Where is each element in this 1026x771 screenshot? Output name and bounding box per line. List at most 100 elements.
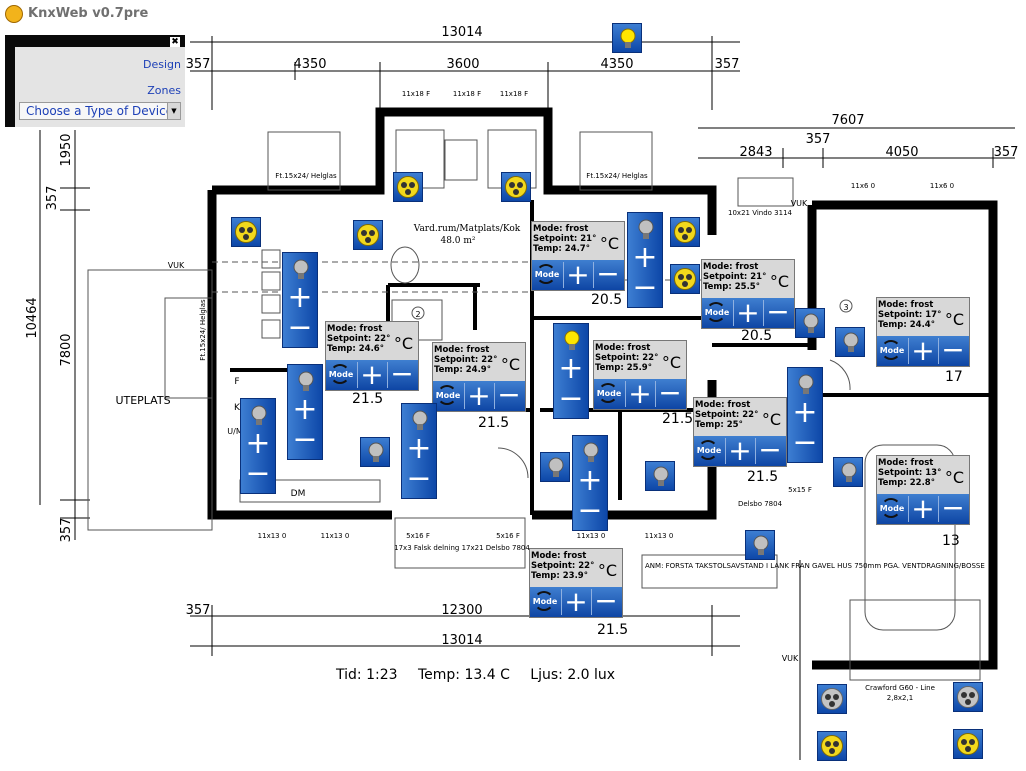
label-win-garage-1: 11x6 0 <box>851 182 875 190</box>
thermostat-mode: Mode: frost <box>531 551 587 561</box>
setpoint-decrease-button[interactable]: − <box>941 333 965 366</box>
mode-button[interactable]: Mode <box>595 381 623 407</box>
dimmer-decrease-button[interactable]: − <box>577 493 603 528</box>
lamp-toggle-button[interactable] <box>645 461 675 491</box>
setpoint-increase-button[interactable]: + <box>566 258 590 291</box>
label-vindo: 10x21 Vindo 3114 <box>728 209 793 217</box>
dimmer-increase-button[interactable]: + <box>632 240 658 275</box>
socket-toggle-button[interactable] <box>953 682 983 712</box>
divider <box>593 262 594 288</box>
lamp-toggle-button[interactable] <box>540 452 570 482</box>
setpoint-decrease-button[interactable]: − <box>596 257 620 290</box>
socket-toggle-button[interactable] <box>231 217 261 247</box>
dimmer-decrease-button[interactable]: − <box>245 456 271 491</box>
label-win-bottom-4: 11x13 0 <box>645 532 674 540</box>
label-k: K <box>234 403 241 413</box>
mode-button[interactable]: Mode <box>878 338 906 364</box>
setpoint-increase-button[interactable]: + <box>564 585 588 618</box>
dim-garage-357: 357 <box>806 132 831 147</box>
socket-toggle-button[interactable] <box>817 731 847 761</box>
setpoint-decrease-button[interactable]: − <box>658 376 682 409</box>
dimmer-decrease-button[interactable]: − <box>287 310 313 345</box>
setpoint-increase-button[interactable]: + <box>728 434 752 467</box>
setpoint-increase-button[interactable]: + <box>467 379 491 412</box>
lamp-toggle-button[interactable] <box>835 327 865 357</box>
mode-button[interactable]: Mode <box>878 496 906 522</box>
dimmer-decrease-button[interactable]: − <box>406 461 432 496</box>
dimension-lines <box>39 36 1015 760</box>
dimmer-increase-button[interactable]: + <box>406 431 432 466</box>
divider <box>563 262 564 288</box>
socket-icon <box>505 176 527 198</box>
dimmer-increase-button[interactable]: + <box>792 395 818 430</box>
socket-toggle-button[interactable] <box>501 172 531 202</box>
setpoint-decrease-button[interactable]: − <box>390 357 414 390</box>
setpoint-decrease-button[interactable]: − <box>594 584 618 617</box>
dimmer-decrease-button[interactable]: − <box>632 270 658 305</box>
setpoint-increase-button[interactable]: + <box>911 334 935 367</box>
setpoint-decrease-button[interactable]: − <box>941 491 965 524</box>
lamp-toggle-button[interactable] <box>745 530 775 560</box>
dimmer-increase-button[interactable]: + <box>287 280 313 315</box>
setpoint-increase-button[interactable]: + <box>360 358 384 391</box>
plan-details <box>87 129 981 681</box>
mode-button[interactable]: Mode <box>533 262 561 288</box>
thermostat-setpoint: Setpoint: 22° <box>595 353 659 363</box>
thermostat-setpoint: Setpoint: 22° <box>531 561 595 571</box>
socket-toggle-button[interactable] <box>670 217 700 247</box>
thermostat-temp: Temp: 25.9° <box>595 363 652 373</box>
setpoint-decrease-button[interactable]: − <box>758 433 782 466</box>
celsius-unit: °C <box>761 410 781 429</box>
dim-top-4350-b: 4350 <box>600 57 633 72</box>
lamp-toggle-button[interactable] <box>833 457 863 487</box>
thermostat-controls: Mode + − <box>532 260 624 290</box>
divider <box>755 438 756 464</box>
menu-design-link[interactable]: Design <box>143 58 181 71</box>
mode-button[interactable]: Mode <box>531 589 559 615</box>
lamp-toggle-button[interactable] <box>612 23 642 53</box>
lightbulb-icon <box>803 313 819 333</box>
dimmer-decrease-button[interactable]: − <box>792 425 818 460</box>
setpoint-decrease-button[interactable]: − <box>766 295 790 328</box>
lamp-toggle-button[interactable] <box>360 437 390 467</box>
divider <box>938 496 939 522</box>
lightbulb-lit-icon <box>564 330 580 350</box>
setpoint-increase-button[interactable]: + <box>628 377 652 410</box>
socket-toggle-button[interactable] <box>353 220 383 250</box>
label-helglas-1: Ft.15x24/ Helglas <box>275 172 337 180</box>
setpoint-decrease-button[interactable]: − <box>497 378 521 411</box>
socket-toggle-button[interactable] <box>670 264 700 294</box>
app-title: KnxWeb v0.7pre <box>28 6 149 21</box>
setpoint-increase-button[interactable]: + <box>736 296 760 329</box>
thermostat-temp: Temp: 24.9° <box>434 365 491 375</box>
dimmer-decrease-button[interactable]: − <box>558 381 584 416</box>
room-temperature-reading: 20.5 <box>741 328 773 344</box>
dimmer-increase-button[interactable]: + <box>558 351 584 386</box>
close-icon[interactable]: ✖ <box>170 37 180 47</box>
socket-icon <box>397 176 419 198</box>
dimmer-increase-button[interactable]: + <box>245 426 271 461</box>
thermostat-controls: Mode + − <box>326 360 418 390</box>
setpoint-increase-button[interactable]: + <box>911 492 935 525</box>
mode-button[interactable]: Mode <box>703 300 731 326</box>
chevron-down-icon[interactable]: ▼ <box>167 103 180 119</box>
device-type-select[interactable]: Choose a Type of Device ▼ <box>19 102 181 120</box>
dimmer-increase-button[interactable]: + <box>577 463 603 498</box>
menu-zones-link[interactable]: Zones <box>147 84 181 97</box>
dimmer-decrease-button[interactable]: − <box>292 422 318 457</box>
socket-toggle-button[interactable] <box>817 684 847 714</box>
dimmer-increase-button[interactable]: + <box>292 392 318 427</box>
label-vardrum: Vard.rum/Matplats/Kok <box>413 224 521 234</box>
mode-button[interactable]: Mode <box>695 438 723 464</box>
lamp-toggle-button[interactable] <box>795 308 825 338</box>
status-light: Ljus: 2.0 lux <box>530 667 616 683</box>
thermostat-widget: Mode: frost Setpoint: 22° Temp: 24.6° °C… <box>325 321 419 391</box>
thermostat-controls: Mode + − <box>877 336 969 366</box>
mode-button[interactable]: Mode <box>327 362 355 388</box>
lightbulb-icon <box>583 442 599 462</box>
socket-toggle-button[interactable] <box>393 172 423 202</box>
label-dm: DM <box>291 489 306 499</box>
socket-toggle-button[interactable] <box>953 729 983 759</box>
mode-button[interactable]: Mode <box>434 383 462 409</box>
label-win-garage-2: 11x6 0 <box>930 182 954 190</box>
